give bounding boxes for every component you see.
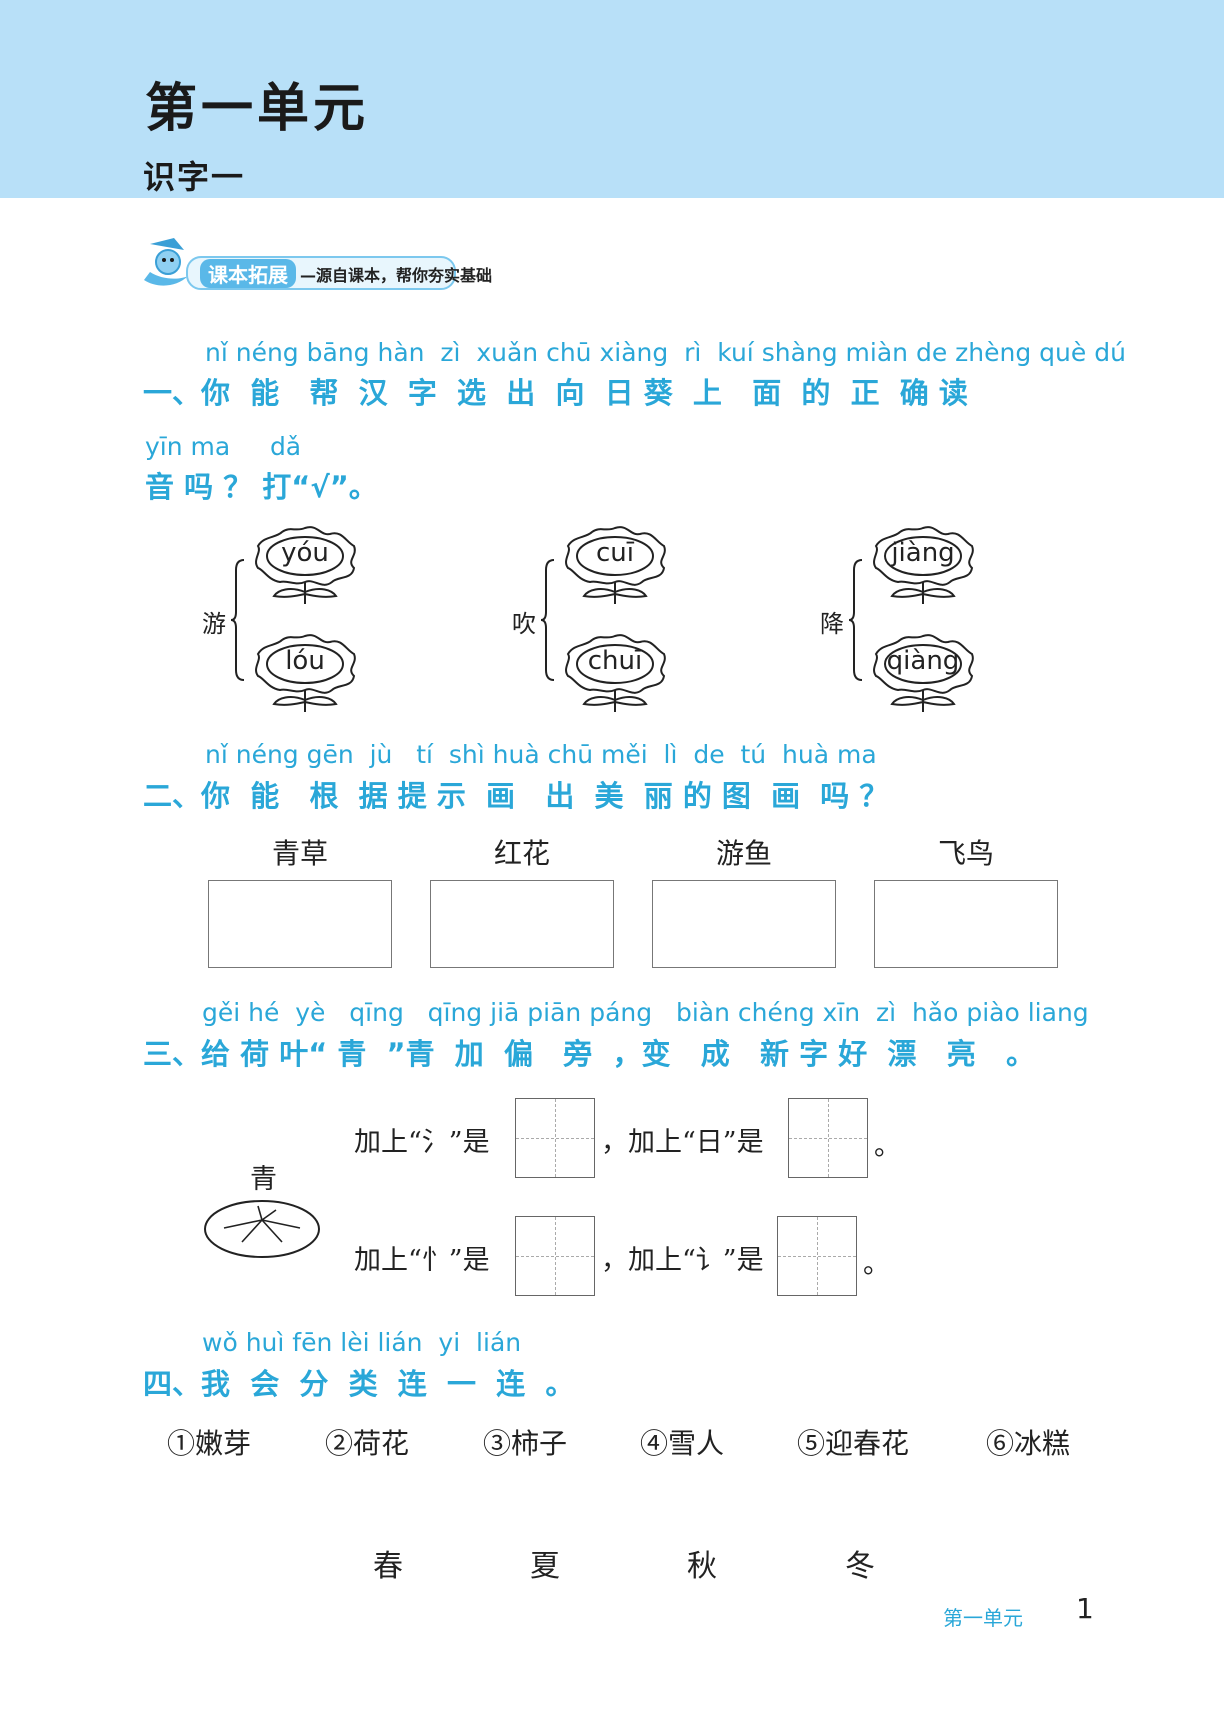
pinyin-option: yóu <box>281 538 329 568</box>
draw-label-flower: 红花 <box>493 837 550 870</box>
pinyin-option: cuī <box>596 538 634 568</box>
answer-box-water[interactable] <box>515 1098 595 1178</box>
brace-icon <box>540 559 555 681</box>
sunflower-icon[interactable] <box>250 632 360 714</box>
sunflower-icon[interactable] <box>868 524 978 606</box>
drawing-box-bird[interactable] <box>874 880 1058 968</box>
pinyin-option: qiàng <box>886 646 960 676</box>
drawing-box-grass[interactable] <box>208 880 392 968</box>
season-spring[interactable]: 春 <box>373 1549 403 1584</box>
season-winter[interactable]: 冬 <box>845 1549 875 1584</box>
q1-pinyin-line2: yīn ma dǎ <box>145 432 302 461</box>
fill-prompt-sun: ，加上“日”是 <box>601 1127 764 1158</box>
draw-label-fish: 游鱼 <box>715 837 772 870</box>
match-item-2[interactable]: ②荷花 <box>325 1427 410 1460</box>
group-char: 降 <box>820 610 844 638</box>
match-item-3[interactable]: ③柿子 <box>483 1427 568 1460</box>
page-number: 1 <box>1076 1592 1094 1625</box>
group-char: 游 <box>202 610 226 638</box>
fill-prompt-heart: 加上“忄”是 <box>354 1245 490 1276</box>
row1-period: 。 <box>874 1131 901 1162</box>
lotus-center-char: 青 <box>250 1164 277 1195</box>
pinyin-option: jiàng <box>891 538 955 568</box>
sunflower-icon[interactable] <box>560 524 670 606</box>
pinyin-option: lóu <box>285 646 325 676</box>
season-autumn[interactable]: 秋 <box>687 1549 717 1584</box>
sunflower-icon[interactable] <box>868 632 978 714</box>
lotus-leaf-icon <box>204 1200 320 1258</box>
draw-label-grass: 青草 <box>271 837 328 870</box>
match-item-6[interactable]: ⑥冰糕 <box>986 1427 1071 1460</box>
match-item-1[interactable]: ①嫩芽 <box>167 1427 252 1460</box>
answer-box-speech[interactable] <box>777 1216 857 1296</box>
pronunciation-group-you: 游 yóu lóu <box>200 524 360 714</box>
banner-label: 课本拓展 <box>200 259 296 288</box>
fill-prompt-water: 加上“氵”是 <box>354 1127 490 1158</box>
q1-text-line2: 音 吗 ？ 打“√”。 <box>145 470 378 504</box>
q3-pinyin: gěi hé yè qīng qīng jiā piān páng biàn c… <box>202 998 1089 1027</box>
mascot-icon <box>144 238 188 286</box>
pronunciation-group-chui: 吹 cuī chuī <box>510 524 670 714</box>
banner-subtitle: —源自课本，帮你夯实基础 <box>300 266 493 285</box>
lesson-title: 识字一 <box>143 158 246 196</box>
group-char: 吹 <box>512 610 536 638</box>
q2-pinyin: nǐ néng gēn jù tí shì huà chū měi lì de … <box>205 740 877 769</box>
match-item-4[interactable]: ④雪人 <box>640 1427 725 1460</box>
season-summer[interactable]: 夏 <box>530 1549 560 1584</box>
q4-pinyin: wǒ huì fēn lèi lián yi lián <box>202 1328 522 1357</box>
footer-unit: 第一单元 <box>943 1606 1023 1630</box>
fill-prompt-speech: ，加上“讠”是 <box>601 1245 764 1276</box>
header-band <box>0 0 1224 198</box>
draw-label-bird: 飞鸟 <box>937 837 994 870</box>
answer-box-sun[interactable] <box>788 1098 868 1178</box>
q4-text: 四、我 会 分 类 连 一 连 。 <box>143 1367 575 1401</box>
pinyin-option: chuī <box>587 646 643 676</box>
q1-text-line1: 一、你 能 帮 汉 字 选 出 向 日 葵 上 面 的 正 确 读 <box>143 376 968 410</box>
q3-text: 三、给 荷 叶“ 青 ”青 加 偏 旁 ，变 成 新 字 好 漂 亮 。 <box>143 1037 1036 1071</box>
brace-icon <box>230 559 245 681</box>
row2-period: 。 <box>863 1249 890 1280</box>
sunflower-icon[interactable] <box>250 524 360 606</box>
drawing-box-fish[interactable] <box>652 880 836 968</box>
match-item-5[interactable]: ⑤迎春花 <box>797 1427 910 1460</box>
section-banner: 课本拓展 —源自课本，帮你夯实基础 <box>140 236 540 298</box>
q2-text: 二、你 能 根 据 提 示 画 出 美 丽 的 图 画 吗 ？ <box>143 779 889 813</box>
q1-pinyin-line1: nǐ néng bāng hàn zì xuǎn chū xiàng rì ku… <box>205 338 1126 367</box>
drawing-box-flower[interactable] <box>430 880 614 968</box>
answer-box-heart[interactable] <box>515 1216 595 1296</box>
brace-icon <box>848 559 863 681</box>
pronunciation-group-jiang: 降 jiàng qiàng <box>818 524 978 714</box>
sunflower-icon[interactable] <box>560 632 670 714</box>
unit-title: 第一单元 <box>145 79 370 139</box>
